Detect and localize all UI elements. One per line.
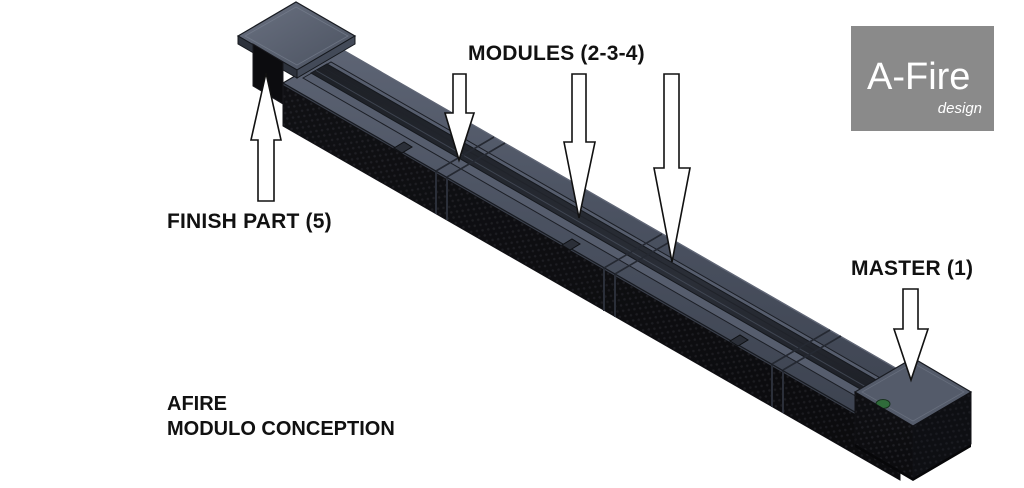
master-unit (853, 357, 973, 481)
label-modules: MODULES (2-3-4) (468, 42, 645, 65)
afire-logo: A-Fire design (851, 26, 994, 131)
label-finish-part: FINISH PART (5) (167, 210, 332, 233)
module-4-arrow (653, 73, 691, 263)
caption-line-2: MODULO CONCEPTION (167, 418, 395, 440)
label-master: MASTER (1) (851, 257, 974, 280)
caption-block: AFIRE MODULO CONCEPTION (167, 392, 395, 442)
caption-line-1: AFIRE (167, 393, 227, 415)
finish-part-arrow (250, 72, 282, 202)
module-top-seams (435, 136, 842, 371)
finish-part-plate (236, 1, 357, 105)
master-arrow (892, 288, 930, 383)
module-3-arrow (563, 73, 596, 219)
module-seams (435, 171, 784, 413)
logo-brand-text: A-Fire (867, 56, 971, 98)
module-2-arrow (443, 73, 476, 163)
burner-top-ports (393, 141, 749, 347)
burner-center-channel (309, 63, 946, 429)
logo-tagline-text: design (937, 100, 982, 117)
